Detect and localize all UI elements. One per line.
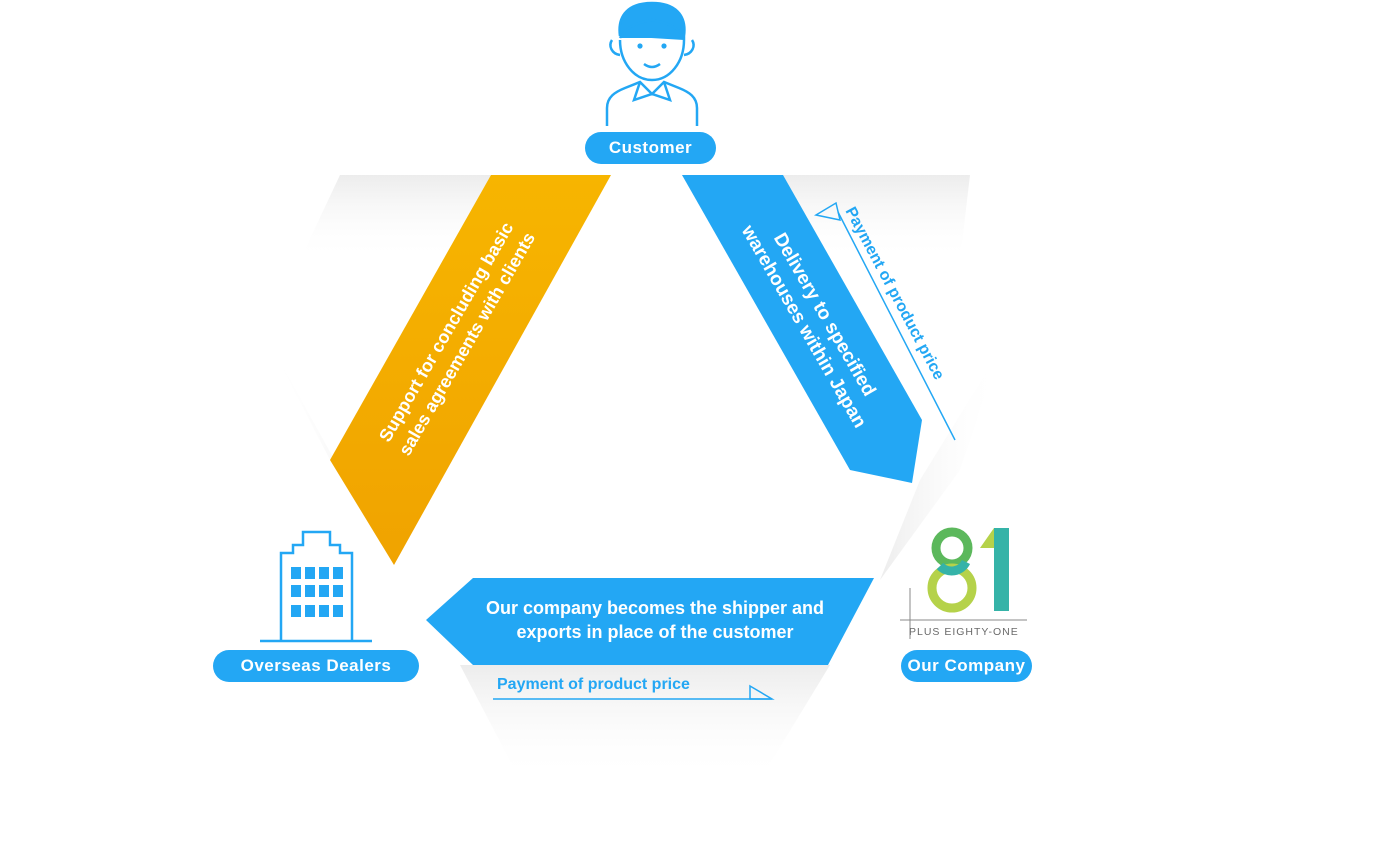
our-company-label: Our Company: [901, 650, 1032, 682]
support-band: [330, 175, 611, 565]
shipper-band-text: Our company becomes the shipper and expo…: [450, 596, 860, 644]
customer-person-icon: [605, 1, 699, 126]
building-icon: [260, 530, 372, 643]
delivery-band: [682, 175, 922, 483]
company-logo: [900, 527, 1027, 639]
logo-caption: PLUS EIGHTY-ONE: [909, 626, 1019, 638]
shipper-band: [426, 578, 874, 665]
payment-line-bottom: [493, 684, 775, 700]
customer-label: Customer: [585, 132, 716, 164]
shipper-line-2: exports in place of the customer: [516, 622, 794, 642]
payment-label-bottom: Payment of product price: [497, 676, 690, 693]
shipper-line-1: Our company becomes the shipper and: [485, 598, 825, 618]
payment-line-right: [813, 201, 956, 441]
overseas-dealers-label: Overseas Dealers: [213, 650, 419, 682]
